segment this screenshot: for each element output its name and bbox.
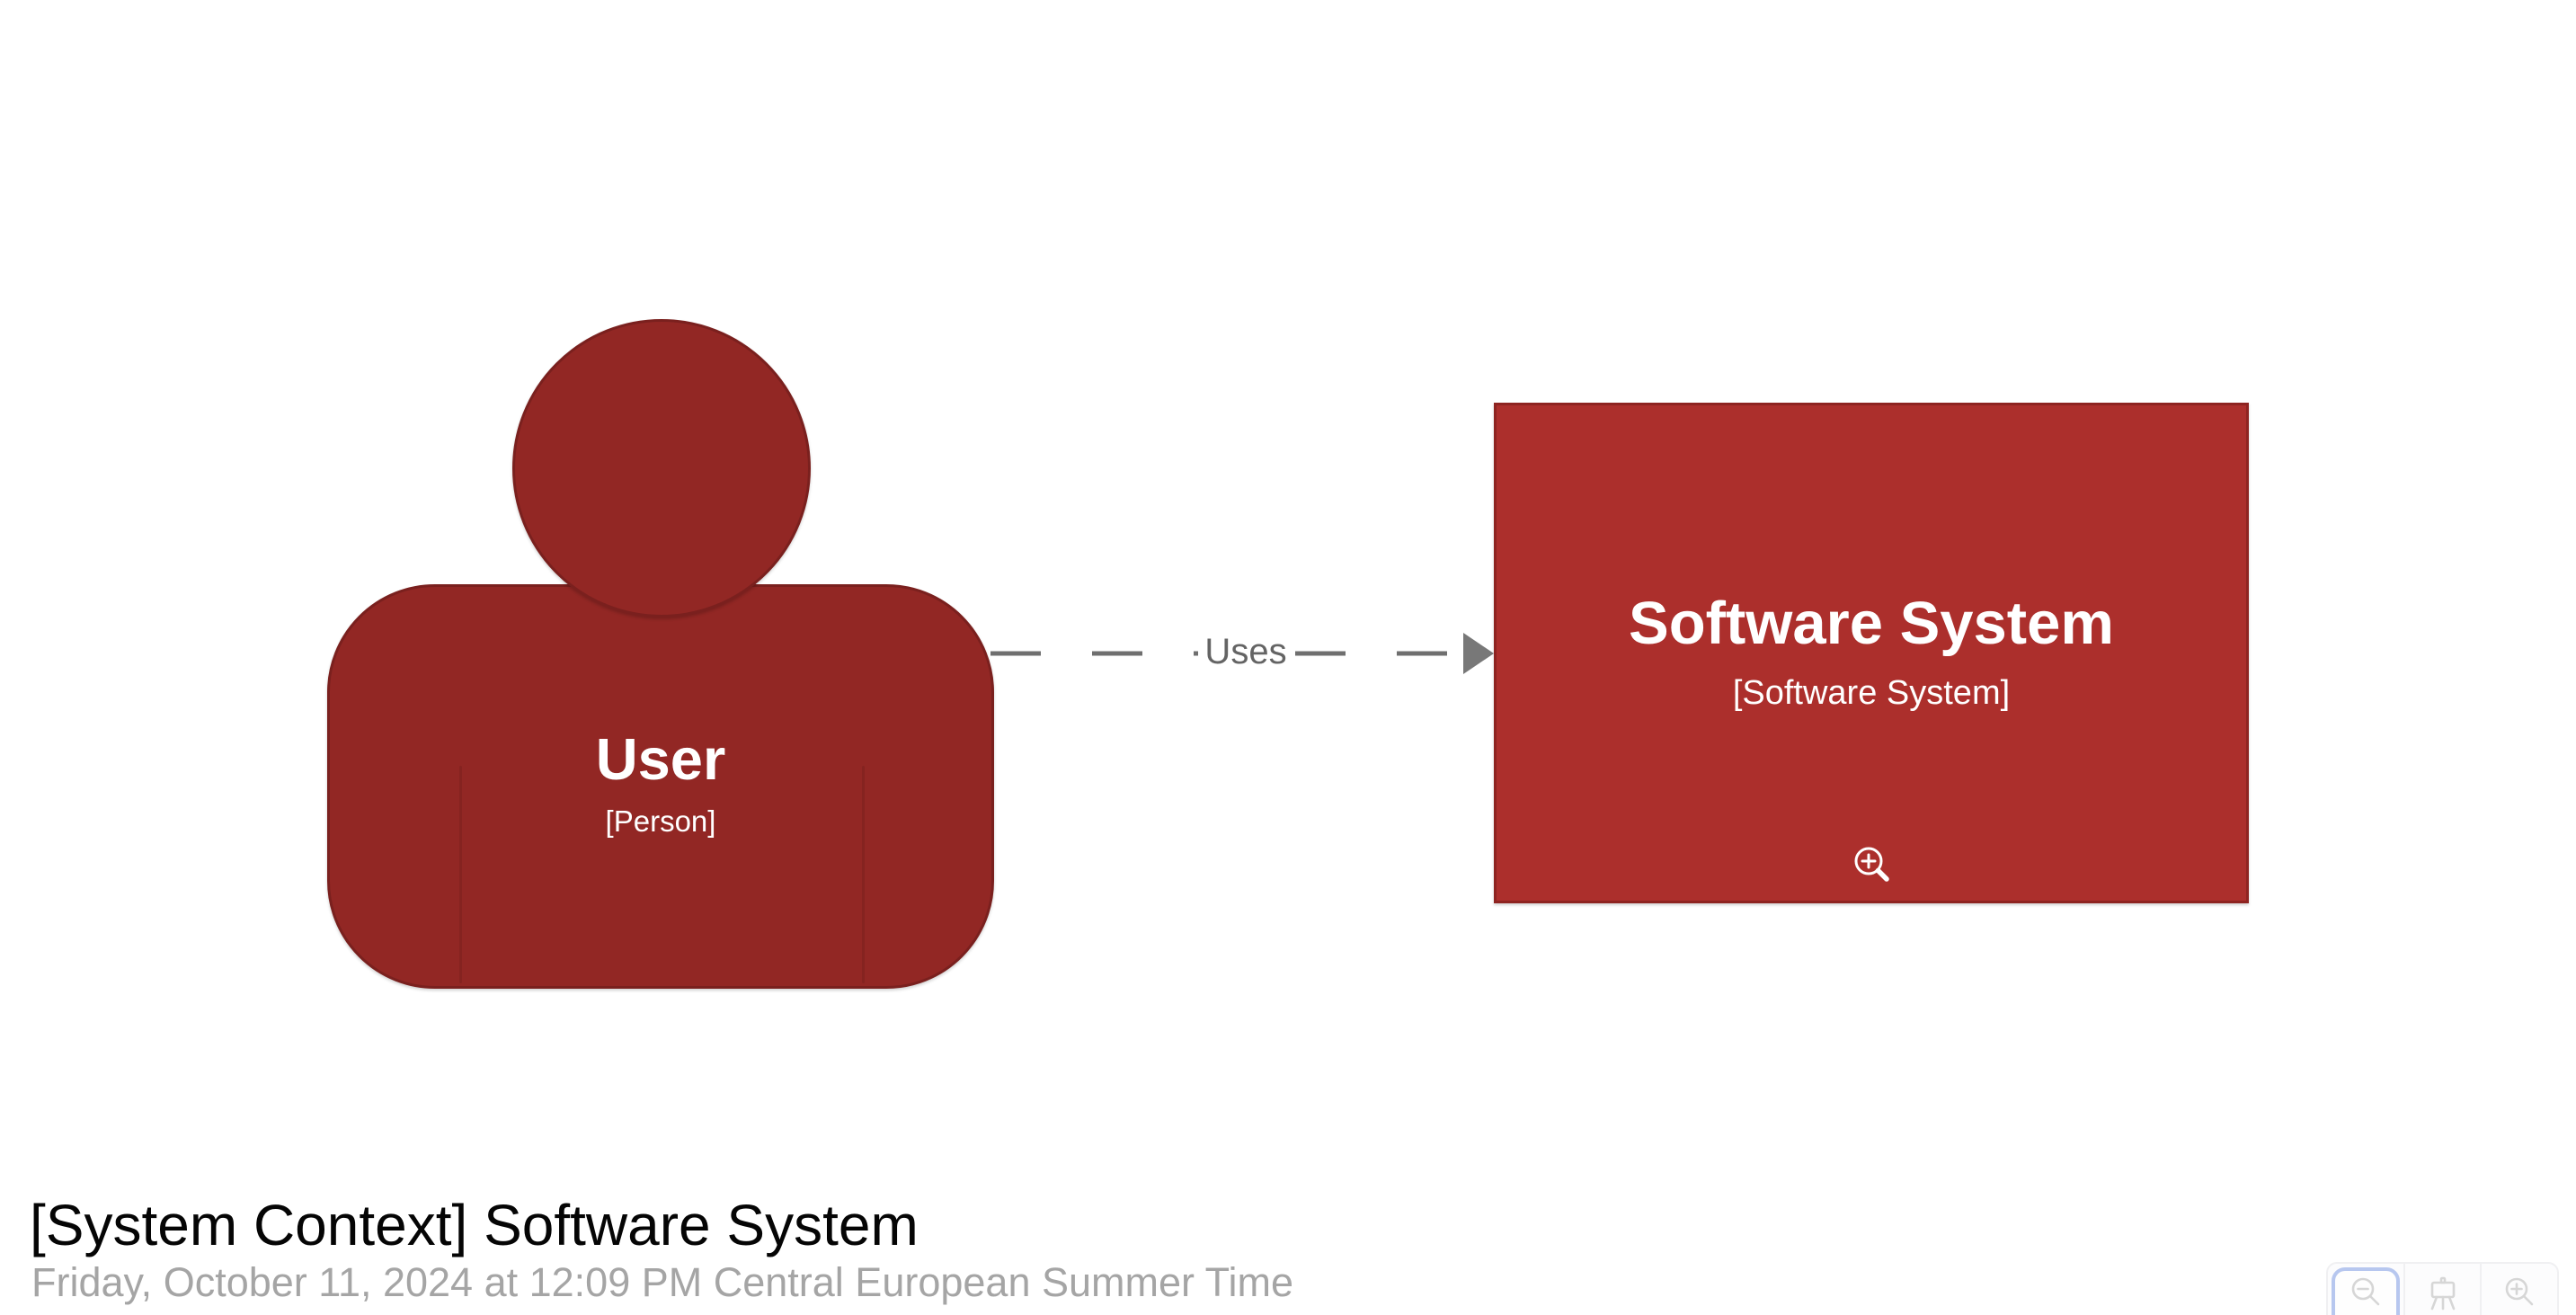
person-metadata: [Person] xyxy=(605,804,716,838)
software-system-metadata: [Software System] xyxy=(1732,674,2011,712)
person-left-arm-line xyxy=(459,766,462,983)
person-head-shape[interactable] xyxy=(512,319,811,618)
presentation-mode-button[interactable] xyxy=(2403,1264,2481,1315)
relationship-label[interactable]: Uses xyxy=(1204,632,1287,672)
person-body-shape[interactable] xyxy=(327,584,994,989)
software-system-element[interactable]: Software System [Software System] xyxy=(1494,403,2249,903)
easel-icon xyxy=(2430,1276,2455,1311)
zoom-in-button[interactable] xyxy=(2480,1264,2557,1315)
diagram-timestamp: Friday, October 11, 2024 at 12:09 PM Cen… xyxy=(31,1259,1294,1305)
person-name: User xyxy=(595,726,726,792)
magnifier-minus-icon xyxy=(2351,1277,2380,1306)
zoom-out-button[interactable] xyxy=(2328,1264,2403,1315)
zoom-controls-toolbar xyxy=(2326,1262,2559,1315)
focus-ring xyxy=(2332,1267,2400,1315)
diagram-title: [System Context] Software System xyxy=(30,1193,919,1257)
person-right-arm-line xyxy=(862,766,865,983)
software-system-name: Software System xyxy=(1629,590,2114,657)
relationship-arrowhead-icon xyxy=(1463,633,1494,674)
magnifier-plus-icon xyxy=(2505,1277,2534,1306)
zoom-in-icon[interactable] xyxy=(1850,844,1893,887)
